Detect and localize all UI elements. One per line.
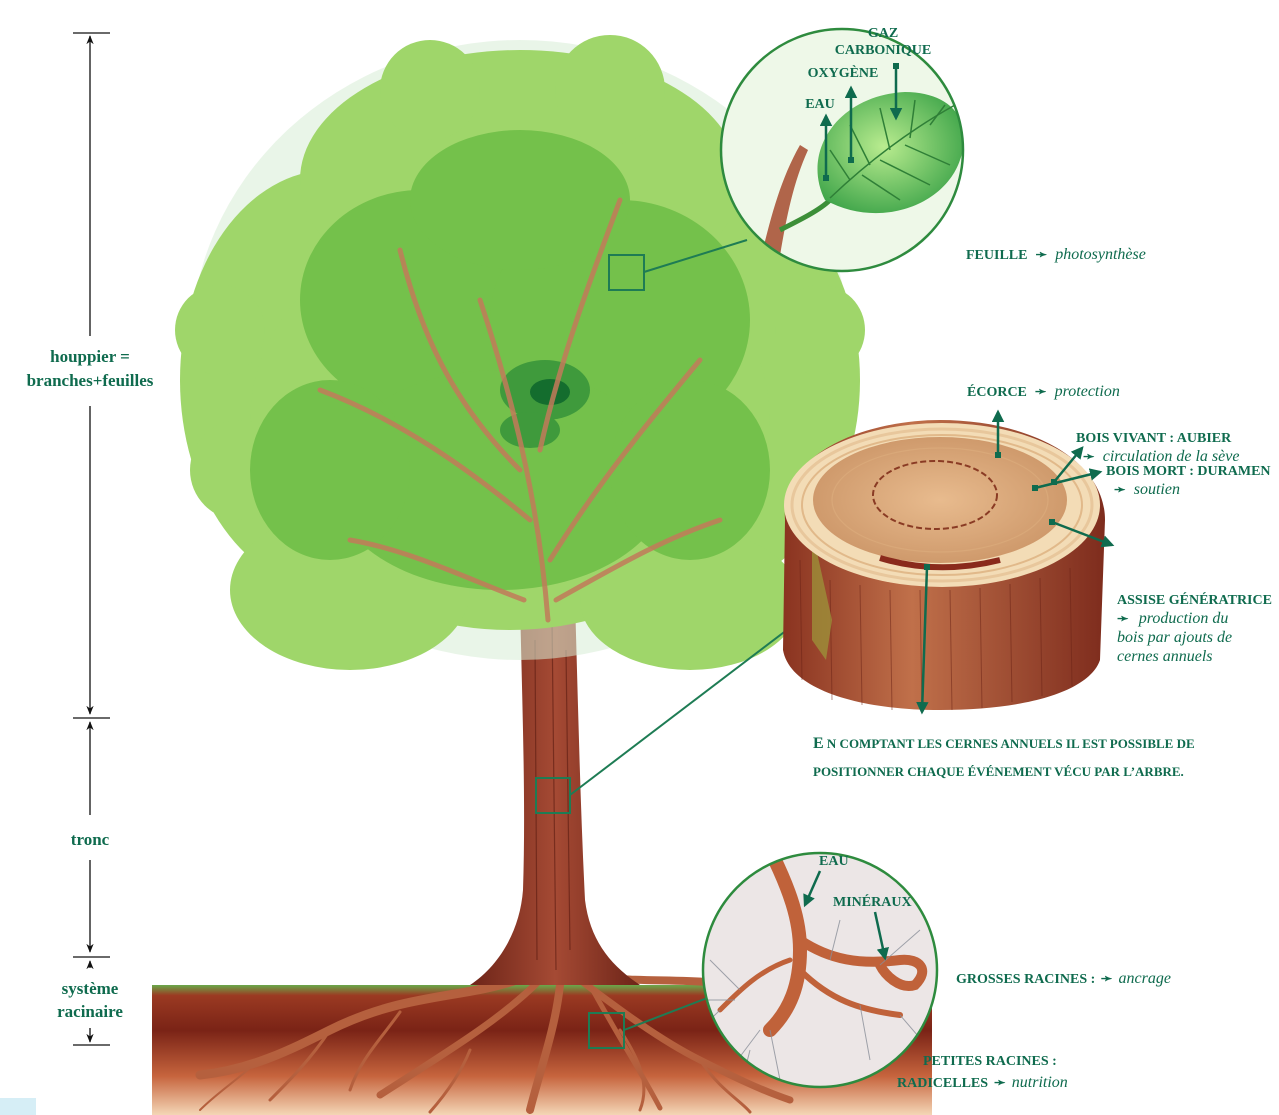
aubier-desc: circulation de la sève — [1103, 448, 1240, 465]
feuille-desc: photosynthèse — [1054, 246, 1146, 263]
grosses-arrow-icon: ➛ — [1101, 972, 1113, 987]
root-annotations: GROSSES RACINES : ➛ ancrage PETITES RACI… — [897, 970, 1171, 1091]
assise-desc-line2: bois par ajouts de — [1117, 629, 1232, 646]
note-line2: POSITIONNER CHAQUE ÉVÉNEMENT VÉCU PAR L’… — [813, 764, 1184, 779]
feuille-annotation: FEUILLE ➛ photosynthèse — [966, 246, 1146, 263]
duramen-label: BOIS MORT : DURAMEN — [1106, 464, 1271, 479]
assise-desc-line3: cernes annuels — [1117, 648, 1213, 665]
trunk-label: tronc — [71, 830, 110, 849]
dimension-scale — [73, 33, 110, 1045]
corner-tab — [0, 1098, 36, 1115]
svg-text:GROSSES RACINES : ➛: GROSSES RACINES : ➛ ancrage — [956, 970, 1171, 987]
assise-desc-line1: production du — [1138, 610, 1229, 627]
rings-note: E N COMPTANT LES CERNES ANNUELS IL EST P… — [813, 735, 1195, 779]
svg-text:➛ production du: ➛ production du — [1117, 610, 1228, 627]
co2-label-line1: GAZ — [868, 26, 898, 41]
petites-racines-label: PETITES RACINES : — [923, 1054, 1057, 1069]
oxygen-label: OXYGÈNE — [808, 64, 879, 81]
roots-label-line1: système — [62, 979, 119, 998]
feuille-label: FEUILLE — [966, 248, 1027, 263]
roots-label-line2: racinaire — [57, 1002, 123, 1021]
duramen-arrow-icon: ➛ — [1114, 483, 1126, 498]
svg-text:➛ soutien: ➛ soutien — [1114, 481, 1180, 498]
root-minerals-label: MINÉRAUX — [833, 893, 912, 910]
grosses-racines-label: GROSSES RACINES : — [956, 972, 1099, 987]
radicelles-label: RADICELLES — [897, 1076, 988, 1091]
duramen-desc: soutien — [1134, 481, 1180, 498]
assise-label: ASSISE GÉNÉRATRICE — [1117, 591, 1272, 608]
root-water-label: EAU — [819, 854, 849, 869]
radicelles-desc: nutrition — [1012, 1074, 1068, 1091]
feuille-arrow-icon: ➛ — [1035, 248, 1047, 263]
co2-label-line2: CARBONIQUE — [835, 43, 931, 58]
aubier-arrow-icon: ➛ — [1083, 450, 1095, 465]
assise-arrow-icon: ➛ — [1117, 612, 1129, 627]
note-initial: E — [813, 735, 824, 752]
svg-text:RADICELLES ➛ nutri: RADICELLES ➛ nutrition — [897, 1074, 1068, 1091]
aubier-label: BOIS VIVANT : AUBIER — [1076, 431, 1232, 446]
ecorce-label: ÉCORCE — [967, 383, 1027, 400]
svg-text:➛ circulation de la sève: ➛ circulation de la sève — [1083, 448, 1239, 465]
ecorce-arrow-icon: ➛ — [1035, 385, 1047, 400]
trunk-section-inset — [783, 412, 1112, 712]
water-label: EAU — [805, 97, 835, 112]
ecorce-desc: protection — [1054, 383, 1120, 400]
leaf-inset: GAZ CARBONIQUE OXYGÈNE EAU — [721, 26, 964, 271]
grosses-racines-desc: ancrage — [1119, 970, 1171, 987]
note-line1: N COMPTANT LES CERNES ANNUELS IL EST POS… — [827, 736, 1195, 751]
svg-text:ÉCORCE ➛ protectio: ÉCORCE ➛ protection — [967, 383, 1120, 400]
crown-label-line1: houppier = — [50, 347, 130, 366]
crown-label-line2: branches+feuilles — [27, 371, 154, 390]
svg-text:FEUILLE ➛ photosyn: FEUILLE ➛ photosynthèse — [966, 246, 1146, 263]
radicelles-arrow-icon: ➛ — [994, 1076, 1006, 1091]
svg-text:E N COMPTANT LES CERNES: E N COMPTANT LES CERNES ANNUELS IL EST P… — [813, 735, 1195, 752]
